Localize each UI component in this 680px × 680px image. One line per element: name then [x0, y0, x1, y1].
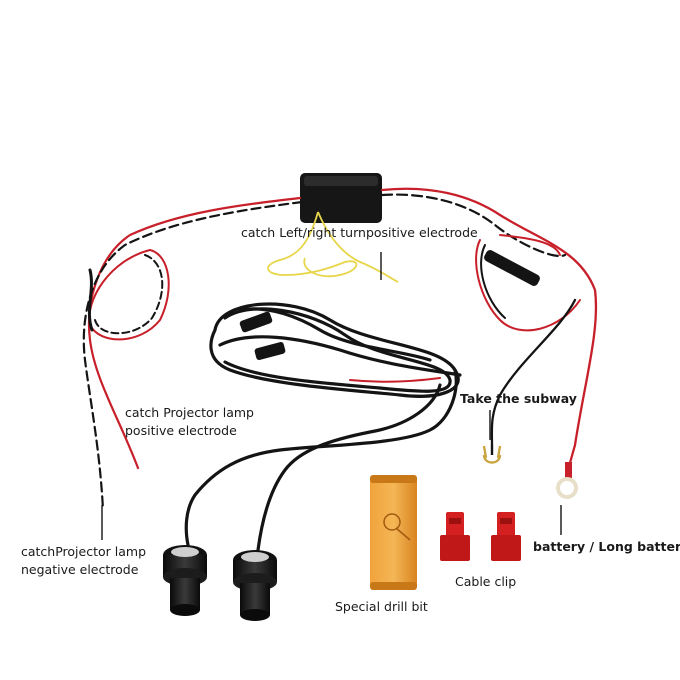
drill-bit-icon [383, 513, 411, 541]
label-drill-bit: Special drill bit [335, 599, 428, 614]
label-subway: Take the subway [460, 391, 577, 406]
drill-bit-box [370, 475, 417, 590]
label-projector-positive-line2: positive electrode [125, 423, 237, 438]
cable-clip-left [440, 512, 470, 561]
label-battery: battery / Long battery [533, 539, 680, 554]
control-module [300, 173, 382, 223]
label-cable-clip: Cable clip [455, 574, 517, 589]
harness-connectors [239, 311, 286, 361]
label-turn-signal: catch Left/right turnpositive electrode [241, 225, 478, 240]
yellow-trigger-wire [267, 211, 399, 283]
left-wire-bundle [82, 196, 304, 512]
label-projector-negative: catchProjector lamp negative electrode [21, 543, 146, 579]
right-wire-bundle [380, 187, 598, 472]
projector-lamp-left [163, 545, 207, 616]
label-projector-negative-line1: catchProjector lamp [21, 544, 146, 559]
ring-terminal [556, 462, 578, 499]
black-coiled-harness [184, 302, 462, 552]
fork-terminal [482, 445, 502, 464]
label-projector-positive-line1: catch Projector lamp [125, 405, 254, 420]
projector-lamp-right [233, 550, 277, 621]
label-projector-negative-line2: negative electrode [21, 562, 139, 577]
leader-lines [101, 252, 562, 540]
fuse-holder [484, 250, 540, 286]
cable-clip-right [491, 512, 521, 561]
label-projector-positive: catch Projector lamp positive electrode [125, 404, 254, 440]
